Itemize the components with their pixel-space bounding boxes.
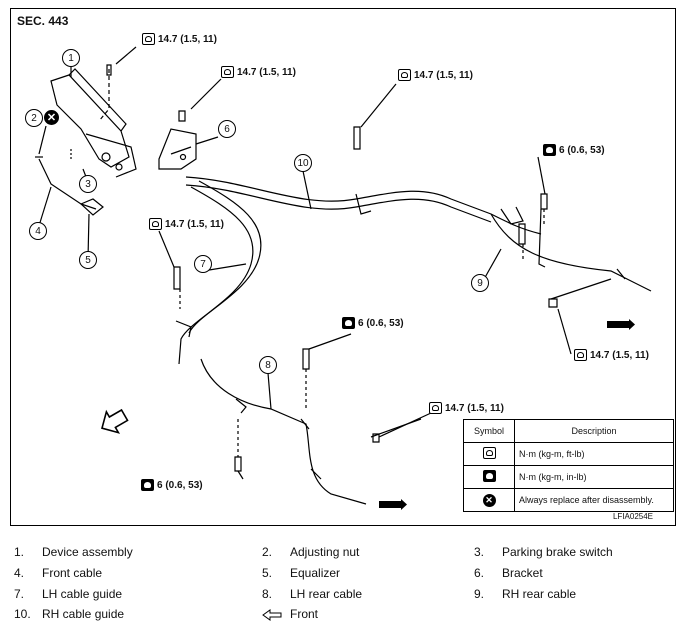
- lh-cable-guide: [178, 186, 254, 365]
- bolt-rh-mid-2: [540, 193, 548, 210]
- list-item: 7.LH cable guide: [14, 587, 123, 601]
- callout-10: 10: [294, 154, 312, 172]
- torque-label-lh-mid: 6 (0.6, 53): [342, 317, 404, 329]
- callout-2: 2: [25, 109, 43, 127]
- torque-in-lb-icon: [342, 317, 355, 329]
- callout-4: 4: [29, 222, 47, 240]
- callout-6: 6: [218, 120, 236, 138]
- device-assembly: [50, 74, 130, 168]
- rh-rear-cable: [490, 213, 652, 292]
- torque-ft-lb-icon: [149, 218, 162, 230]
- list-item: 9.RH rear cable: [474, 587, 577, 601]
- list-item: 5.Equalizer: [262, 566, 341, 580]
- figure-id: LFIA0254E: [612, 512, 653, 521]
- symbol-description: N·m (kg-m, in-lb): [514, 465, 674, 489]
- torque-ft-lb-icon: [574, 349, 587, 361]
- list-item: 2.Adjusting nut: [262, 545, 360, 559]
- torque-ft-lb-icon: [221, 66, 234, 78]
- torque-label-lh-guide: 14.7 (1.5, 11): [149, 218, 224, 230]
- small-front-arrow-rh: [607, 319, 635, 330]
- equalizer: [79, 198, 104, 216]
- list-item: 6.Bracket: [474, 566, 543, 580]
- table-row: ✕ Always replace after disassembly.: [463, 488, 674, 512]
- torque-ft-lb-icon: [398, 69, 411, 81]
- torque-label-lh-rear: 14.7 (1.5, 11): [429, 402, 504, 414]
- replace-icon: ✕: [44, 110, 59, 125]
- torque-label-top: 14.7 (1.5, 11): [142, 33, 217, 45]
- torque-ft-lb-icon: [482, 447, 496, 459]
- callout-3: 3: [79, 175, 97, 193]
- section-label: SEC. 443: [17, 14, 69, 28]
- torque-label-lh-lower: 6 (0.6, 53): [141, 479, 203, 491]
- symbol-description: Always replace after disassembly.: [514, 488, 674, 512]
- torque-label-rh-guide: 14.7 (1.5, 11): [398, 69, 473, 81]
- list-item: 10.RH cable guide: [14, 607, 125, 621]
- list-item: Front: [262, 607, 318, 621]
- bolt-rh-rear: [548, 298, 558, 308]
- torque-in-lb-icon: [482, 470, 496, 482]
- front-cable: [38, 158, 97, 210]
- bolt-rh-mid: [518, 223, 526, 245]
- callout-8: 8: [259, 356, 277, 374]
- small-front-arrow-lh: [379, 499, 407, 510]
- bolt-lh-rear: [372, 433, 380, 443]
- symbol-table-header: Symbol Description: [463, 419, 674, 443]
- torque-in-lb-icon: [141, 479, 154, 491]
- list-item: 3.Parking brake switch: [474, 545, 613, 559]
- list-item: 8.LH rear cable: [262, 587, 363, 601]
- lh-rear-cable: [200, 358, 367, 505]
- list-item: 1.Device assembly: [14, 545, 133, 559]
- symbol-header: Symbol: [463, 419, 515, 443]
- front-arrow-icon: [262, 608, 282, 621]
- bolt-top: [106, 64, 112, 76]
- callout-5: 5: [79, 251, 97, 269]
- rh-cable-guide: [185, 176, 542, 235]
- torque-in-lb-icon: [543, 144, 556, 156]
- torque-label-rh-mid: 6 (0.6, 53): [543, 144, 605, 156]
- list-item: 4.Front cable: [14, 566, 103, 580]
- torque-ft-lb-icon: [429, 402, 442, 414]
- bolt-bracket: [178, 110, 186, 122]
- bolt-lh-lower: [234, 456, 242, 472]
- symbol-table: Symbol Description N·m (kg-m, ft-lb) N·m…: [463, 419, 674, 512]
- callout-7: 7: [194, 255, 212, 273]
- torque-ft-lb-icon: [142, 33, 155, 45]
- bolt-lh-guide: [173, 266, 181, 290]
- symbol-description: N·m (kg-m, ft-lb): [514, 442, 674, 466]
- bolt-rh-guide: [353, 126, 361, 150]
- torque-label-bracket: 14.7 (1.5, 11): [221, 66, 296, 78]
- callout-1: 1: [62, 49, 80, 67]
- front-arrow: [101, 408, 129, 434]
- torque-label-rh-rear: 14.7 (1.5, 11): [574, 349, 649, 361]
- bolt-lh-mid: [302, 348, 310, 370]
- diagram-frame: SEC. 443 14.7 (1.5, 11) 14.7 (1.5, 11) 1…: [10, 8, 676, 526]
- table-row: N·m (kg-m, ft-lb): [463, 442, 674, 466]
- replace-icon: ✕: [482, 493, 496, 507]
- callout-9: 9: [471, 274, 489, 292]
- description-header: Description: [514, 419, 674, 443]
- table-row: N·m (kg-m, in-lb): [463, 465, 674, 489]
- bracket: [158, 128, 197, 170]
